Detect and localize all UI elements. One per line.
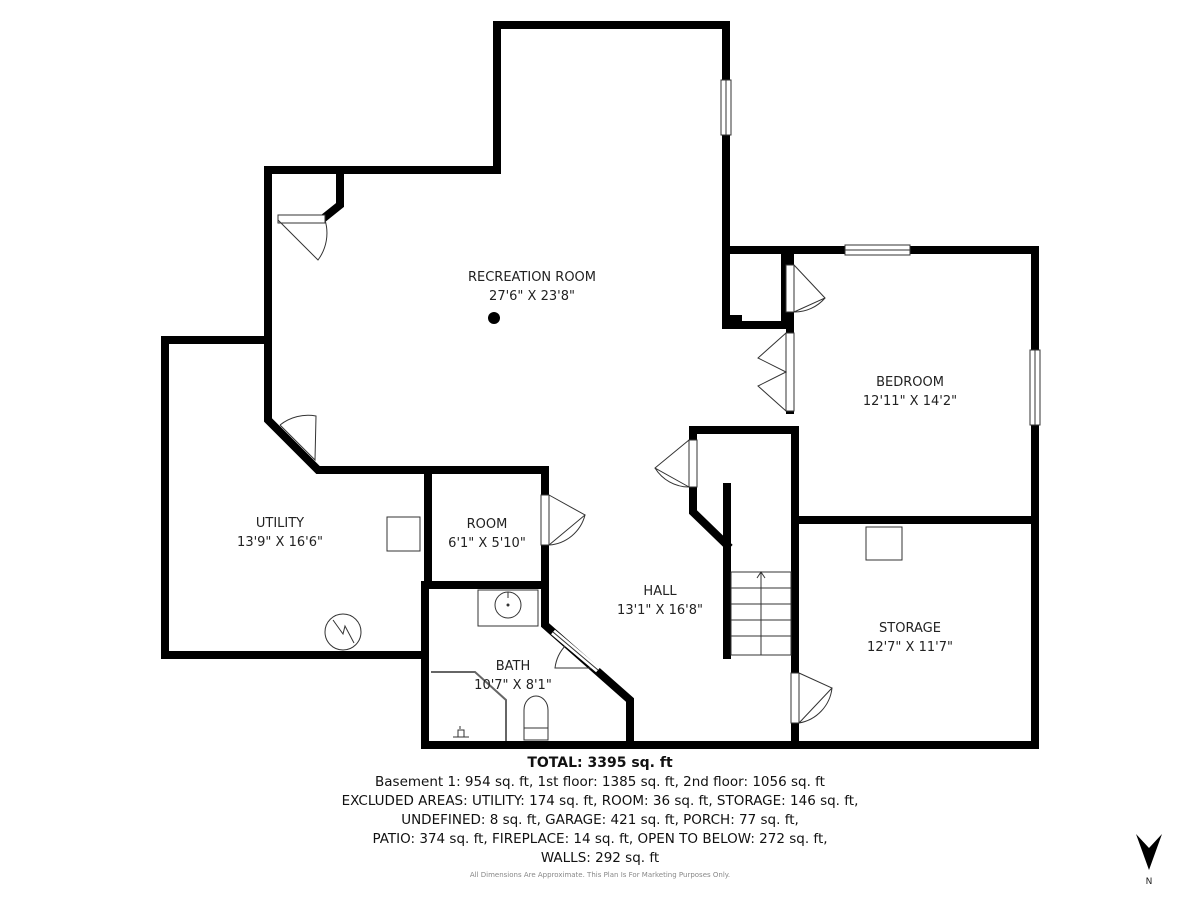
stairs [730, 571, 792, 656]
windows [720, 79, 1041, 426]
room-size-room: 6'1" X 5'10" [448, 536, 526, 551]
room-name-recreation: RECREATION ROOM [468, 270, 596, 285]
summary-line: Basement 1: 954 sq. ft, 1st floor: 1385 … [375, 774, 825, 790]
room-size-recreation: 27'6" X 23'8" [489, 289, 575, 304]
toilet-icon [523, 695, 549, 741]
north-arrow-icon [1136, 834, 1162, 870]
disclaimer: All Dimensions Are Approximate. This Pla… [469, 871, 731, 879]
room-size-bedroom: 12'11" X 14'2" [863, 394, 957, 409]
room-name-bedroom: BEDROOM [876, 375, 944, 390]
doors [277, 214, 833, 724]
room-size-utility: 13'9" X 16'6" [237, 535, 323, 550]
storage-fixture [865, 526, 903, 561]
room-name-room: ROOM [467, 517, 508, 532]
sink-icon [477, 589, 539, 627]
total-area: TOTAL: 3395 sq. ft [527, 755, 673, 771]
summary-line: UNDEFINED: 8 sq. ft, GARAGE: 421 sq. ft,… [401, 812, 799, 828]
summary-line: WALLS: 292 sq. ft [540, 850, 660, 866]
room-size-bath: 10'7" X 8'1" [474, 678, 552, 693]
north-label: N [1146, 877, 1153, 887]
room-size-storage: 12'7" X 11'7" [867, 640, 953, 655]
room-size-hall: 13'1" X 16'8" [617, 603, 703, 618]
room-name-bath: BATH [496, 659, 531, 674]
room-name-storage: STORAGE [879, 621, 941, 636]
column-icon [488, 312, 500, 324]
water-heater-icon [324, 613, 362, 651]
closet-corner [728, 315, 742, 327]
shower-icon [431, 671, 507, 741]
summary-line: EXCLUDED AREAS: UTILITY: 174 sq. ft, ROO… [341, 793, 859, 809]
appliance-square [386, 516, 421, 552]
summary-line: PATIO: 374 sq. ft, FIREPLACE: 14 sq. ft,… [372, 831, 828, 847]
room-name-utility: UTILITY [256, 516, 304, 531]
room-name-hall: HALL [643, 584, 677, 599]
